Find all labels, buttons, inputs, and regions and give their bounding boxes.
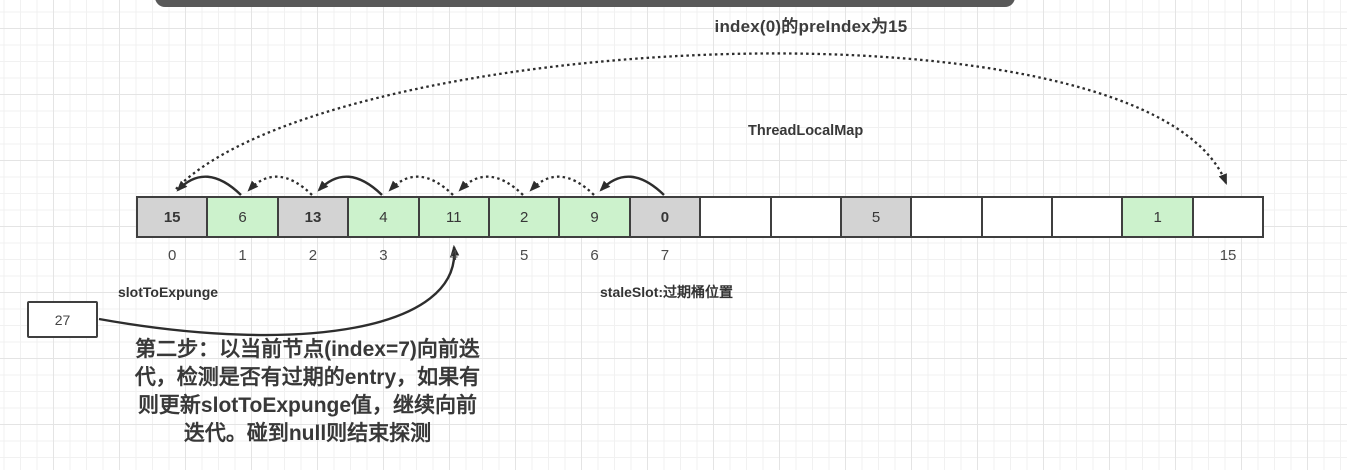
array-cell-value: 15 — [163, 208, 181, 226]
arc-1-to-0 — [176, 175, 242, 196]
array-cell — [910, 196, 983, 238]
array-index-label: 5 — [519, 247, 529, 264]
array-slot — [699, 196, 772, 265]
array-index-label — [770, 247, 842, 265]
array-slot — [769, 196, 842, 265]
array-index-label: 15 — [1219, 247, 1237, 264]
arc-6-to-5 — [529, 175, 595, 196]
array-index-label: 2 — [308, 247, 318, 264]
array-cell-value: 13 — [304, 208, 322, 226]
array-cell: 5 — [839, 196, 913, 238]
array-slot — [980, 196, 1054, 265]
array-cell: 0 — [628, 196, 702, 238]
array-index-label: 4 — [449, 247, 458, 264]
threadlocalmap-label: ThreadLocalMap — [748, 123, 864, 139]
array-cell-value: 0 — [660, 208, 670, 226]
array-cell-value: 1 — [1153, 208, 1162, 226]
array-slot: 15 0 — [136, 196, 209, 265]
diagram-title: index(0)的preIndex为15 — [714, 17, 908, 36]
array-cell: 15 — [136, 196, 209, 238]
step-note-line: 代，检测是否有过期的entry，如果有 — [134, 366, 481, 389]
arc-2-to-1 — [247, 175, 313, 196]
array-cell — [1191, 196, 1265, 238]
array-cell — [699, 196, 772, 238]
threadlocalmap-array: 15 0 6 1 13 2 4 3 — [136, 196, 1265, 265]
array-slot: 5 — [839, 196, 913, 265]
stale-slot-label: staleSlot:过期桶位置 — [600, 284, 734, 300]
array-slot: 13 2 — [276, 196, 350, 265]
arc-7-to-6 — [599, 175, 665, 196]
array-index-label — [699, 247, 771, 265]
array-slot: 15 — [1191, 196, 1265, 265]
array-slot: 9 6 — [558, 196, 631, 265]
array-cell: 11 — [417, 196, 490, 238]
array-cell-value: 4 — [379, 208, 388, 226]
array-slot: 11 4 — [417, 196, 490, 265]
array-slot: 4 3 — [347, 196, 420, 265]
array-cell: 6 — [206, 196, 279, 238]
array-cell: 2 — [487, 196, 561, 238]
array-slot: 2 5 — [487, 196, 561, 265]
array-slot — [1051, 196, 1124, 265]
array-cell-value: 6 — [238, 208, 247, 226]
array-cell: 13 — [276, 196, 350, 238]
array-cell-value: 2 — [519, 208, 529, 226]
array-index-label — [910, 247, 982, 265]
array-index-label — [1121, 247, 1193, 265]
array-index-label: 7 — [660, 247, 670, 264]
array-cell-value: 9 — [590, 208, 599, 226]
array-slot: 1 — [1121, 196, 1194, 265]
step-note: 第二步：以当前节点(index=7)向前迭 代，检测是否有过期的entry，如果… — [115, 336, 500, 448]
array-index-label: 6 — [590, 247, 599, 264]
array-index-label — [840, 247, 912, 265]
array-index-label — [1051, 247, 1123, 265]
array-slot — [910, 196, 983, 265]
array-cell — [1051, 196, 1124, 238]
array-slot: 6 1 — [206, 196, 279, 265]
step-note-line: 第二步：以当前节点(index=7)向前迭 — [135, 338, 480, 361]
array-cell — [769, 196, 842, 238]
array-cell: 4 — [347, 196, 420, 238]
array-index-label — [981, 247, 1053, 265]
array-cell: 1 — [1121, 196, 1194, 238]
array-cell-value: 11 — [445, 208, 462, 226]
step-note-line: 迭代。碰到null则结束探测 — [183, 422, 432, 445]
arc-4-to-3 — [388, 175, 454, 196]
array-index-label: 1 — [238, 247, 247, 264]
preindex-arc-0-to-15 — [175, 52, 1228, 190]
slot-to-expunge-label: slotToExpunge — [118, 284, 219, 300]
array-index-label: 0 — [168, 247, 177, 264]
array-cell — [980, 196, 1054, 238]
array-cell: 9 — [558, 196, 631, 238]
arc-5-to-4 — [458, 175, 524, 196]
array-cell-value: 5 — [871, 208, 881, 226]
array-index-label: 3 — [379, 247, 388, 264]
step-note-line: 则更新slotToExpunge值，继续向前 — [137, 394, 478, 417]
callout-box-27: 27 — [27, 301, 98, 338]
top-toolbar-bar — [155, 0, 1015, 7]
array-slot: 0 7 — [628, 196, 702, 265]
arc-3-to-2 — [317, 175, 383, 196]
